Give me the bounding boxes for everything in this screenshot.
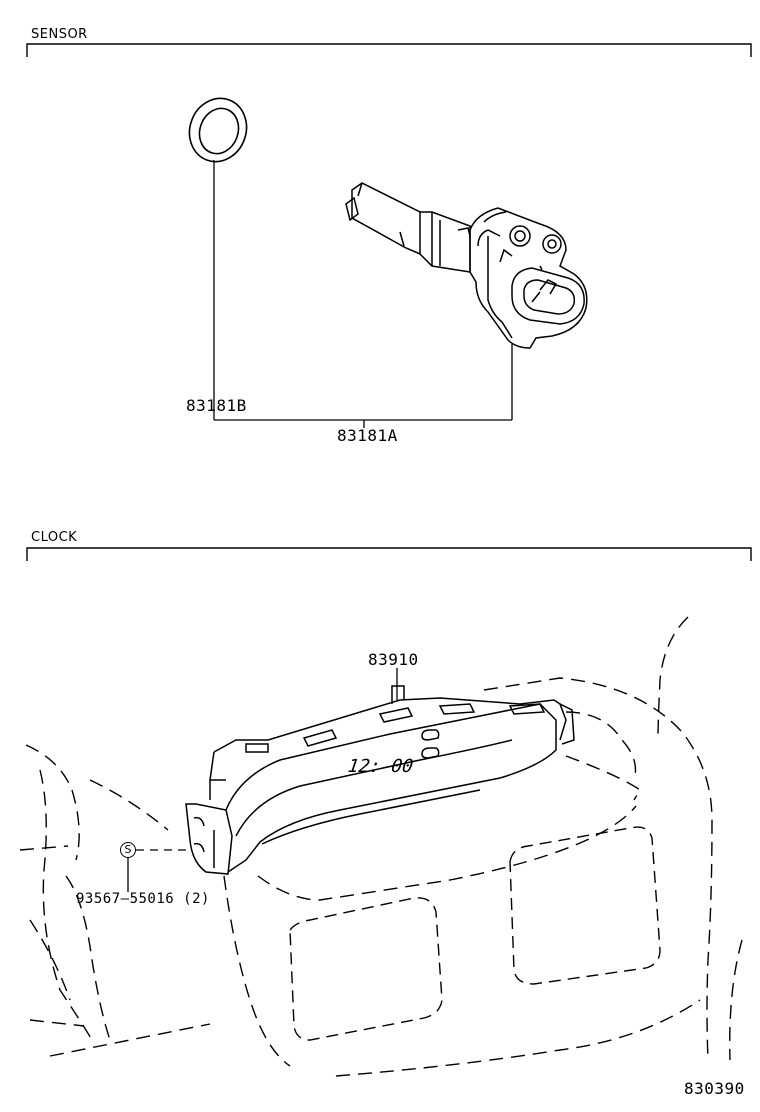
dashboard-outline [19, 616, 743, 1077]
part-number-screw: 93567–55016 (2) [76, 891, 210, 907]
part-number-83181a: 83181A [337, 426, 398, 445]
dashboard-vents [289, 826, 661, 1041]
clock-unit [185, 685, 575, 875]
clock-section-frame [26, 547, 752, 561]
speed-sensor [345, 182, 588, 349]
part-number-83910: 83910 [368, 650, 419, 669]
clock-leader-lines [127, 668, 398, 892]
illustration-number: 830390 [684, 1079, 745, 1098]
o-ring [188, 97, 248, 163]
sensor-section-frame [26, 43, 752, 57]
part-number-83181b: 83181B [186, 396, 247, 415]
clock-section-title: CLOCK [31, 530, 78, 545]
sensor-section-title: SENSOR [31, 27, 88, 42]
sensor-leader-lines [213, 160, 513, 428]
standard-part-s-icon: S [120, 842, 136, 858]
clock-display-time: 12: 00 [346, 756, 415, 777]
